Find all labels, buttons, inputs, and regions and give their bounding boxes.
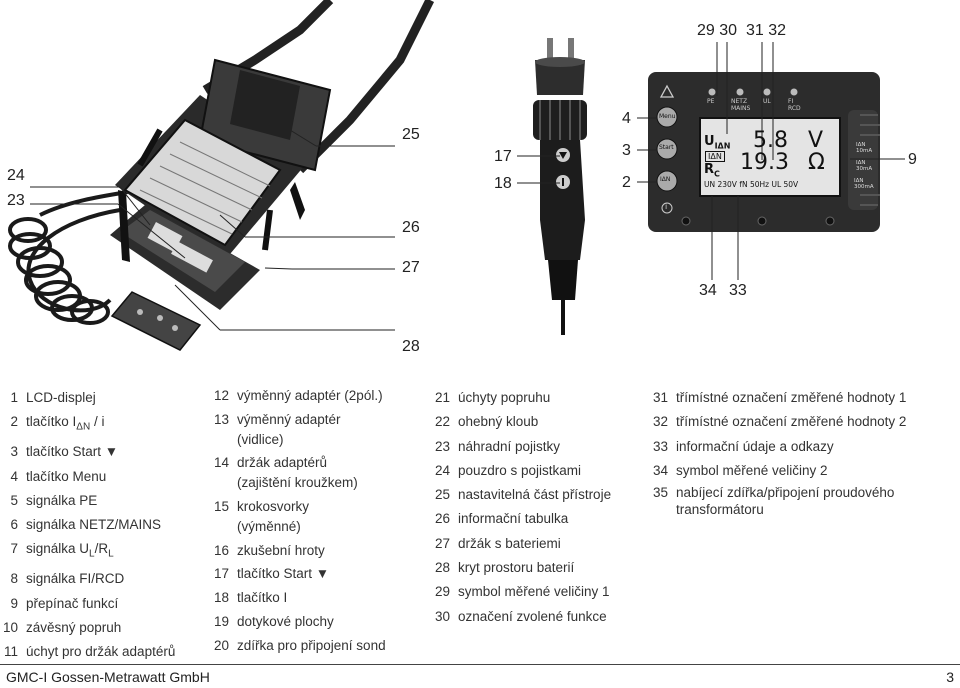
- callout-lines-right: [637, 42, 905, 280]
- selector-300ma[interactable]: IΔN 300mA: [854, 178, 874, 190]
- selector-10ma[interactable]: IΔN 10mA: [856, 142, 873, 154]
- callout-23: 23: [7, 192, 25, 209]
- lcd-line2-label: RC: [704, 162, 720, 179]
- menu-button[interactable]: Menu: [659, 113, 676, 120]
- callout-26: 26: [402, 219, 420, 236]
- lcd-line1-unit: V: [808, 128, 824, 153]
- idn-button[interactable]: IΔN: [660, 176, 671, 183]
- lcd-line1-label: UIΔN: [704, 134, 731, 151]
- lcd-line2-unit: Ω: [808, 150, 825, 175]
- lcd-line2-value: 19.3: [740, 150, 789, 175]
- callout-28: 28: [402, 338, 420, 355]
- callout-lines-middle: [517, 155, 560, 184]
- callout-29-30: 29 30: [697, 22, 738, 39]
- callout-3: 3: [622, 142, 631, 159]
- legend-item: transformátoru: [676, 502, 764, 518]
- lamp-label-mains: NETZ MAINS: [731, 98, 751, 112]
- probe-plug-illustration: [533, 38, 587, 335]
- start-button[interactable]: Start: [659, 144, 674, 151]
- page-number: 3: [946, 669, 954, 685]
- lamp-label-ul: UL: [763, 98, 771, 105]
- callout-34: 34: [699, 282, 717, 299]
- lcd-line1-value: 5.8: [753, 128, 788, 153]
- callout-4: 4: [622, 110, 631, 127]
- legend-item: (vidlice): [237, 431, 284, 447]
- legend-item: (zajištění kroužkem): [237, 475, 358, 491]
- callout-25: 25: [402, 126, 420, 143]
- display-panel-illustration: [648, 72, 880, 232]
- page-footer: GMC-I Gossen-Metrawatt GmbH 3: [0, 664, 960, 688]
- info-icon: i: [665, 202, 668, 211]
- selector-30ma[interactable]: IΔN 30mA: [856, 160, 873, 172]
- callout-18: 18: [494, 175, 512, 192]
- callout-17: 17: [494, 148, 512, 165]
- callout-24: 24: [7, 167, 25, 184]
- callout-2: 2: [622, 174, 631, 191]
- lamp-label-rcd: FI RCD: [788, 98, 801, 112]
- lcd-mode-label: IΔN: [705, 151, 725, 162]
- callout-27: 27: [402, 259, 420, 276]
- tester-device-illustration: [8, 0, 435, 351]
- callout-31-32: 31 32: [746, 22, 787, 39]
- callout-33: 33: [729, 282, 747, 299]
- lamp-label-pe: PE: [707, 98, 715, 105]
- callout-lines-left: [30, 129, 395, 331]
- footer-company: GMC-I Gossen-Metrawatt GmbH: [6, 669, 210, 685]
- lcd-bottom-line: UN 230V fN 50Hz UL 50V: [704, 180, 799, 189]
- legend-item: (výměnné): [237, 518, 301, 534]
- callout-9: 9: [908, 151, 917, 168]
